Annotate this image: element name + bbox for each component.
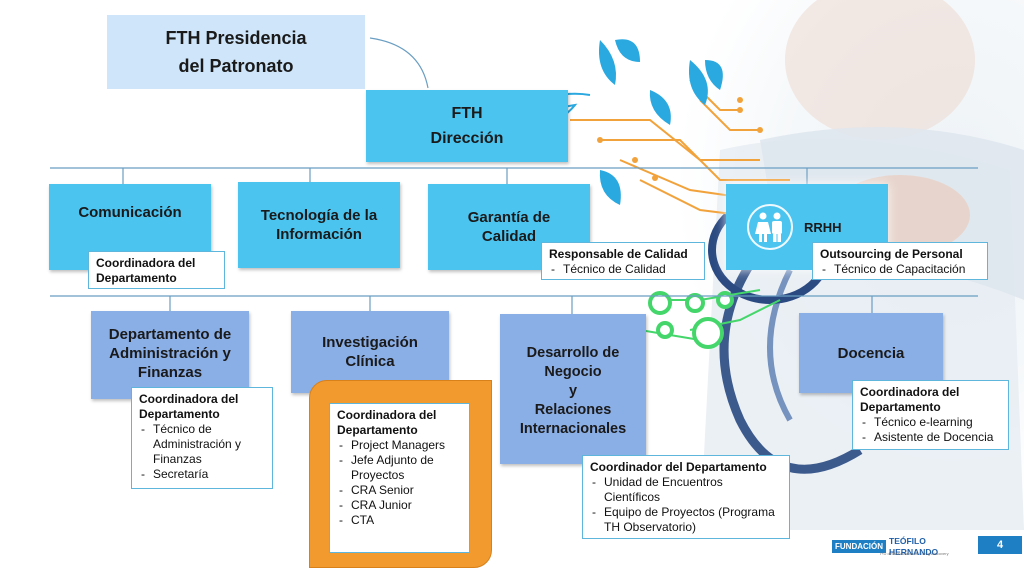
administracion-note-item: Técnico de Administración y Finanzas	[139, 422, 265, 467]
investigacion-line2: Clínica	[345, 353, 395, 370]
desarrollo-box: Desarrollo de Negocio y Relaciones Inter…	[500, 314, 646, 464]
investigacion-note-item: Project Managers	[337, 438, 462, 453]
rrhh-note-heading: Outsourcing de Personal	[820, 247, 963, 261]
comunicacion-title: Comunicación	[78, 204, 182, 221]
administracion-note-heading: Coordinadora del Departamento	[139, 392, 239, 421]
garantia-note: Responsable de Calidad Técnico de Calida…	[541, 242, 705, 280]
investigacion-note-heading: Coordinadora del Departamento	[337, 408, 437, 437]
investigacion-note-item: CRA Junior	[337, 498, 462, 513]
garantia-line1: Garantía de	[467, 209, 551, 226]
garantia-line2: Calidad	[481, 228, 537, 245]
logo-subtitle: I+D del Medicamento / Drug Discovery	[880, 551, 949, 556]
investigacion-line1: Investigación	[322, 334, 418, 351]
investigacion-box: Investigación Clínica	[291, 311, 449, 393]
administracion-box: Departamento de Administración y Finanza…	[91, 311, 249, 399]
tecnologia-box: Tecnología de la Información	[238, 182, 400, 268]
docencia-box: Docencia	[799, 313, 943, 393]
desarrollo-note-item: Unidad de Encuentros Científicos	[590, 475, 782, 505]
administracion-line1: Departamento de	[108, 326, 232, 343]
presidencia-box: FTH Presidencia del Patronato	[107, 15, 365, 89]
docencia-note-heading: Coordinadora del Departamento	[860, 385, 960, 414]
desarrollo-line2: Negocio	[544, 364, 602, 380]
investigacion-note-item: Jefe Adjunto de Proyectos	[337, 453, 462, 483]
direccion-box: FTH Dirección	[366, 90, 568, 162]
logo-block: FUNDACIÓN	[832, 540, 886, 553]
investigacion-note: Coordinadora del Departamento Project Ma…	[329, 403, 470, 553]
desarrollo-line1: Desarrollo de	[526, 345, 620, 361]
desarrollo-note: Coordinador del Departamento Unidad de E…	[582, 455, 790, 539]
desarrollo-line5: Internacionales	[519, 421, 627, 437]
logo-text: TEÓFILO HERNANDO	[889, 535, 939, 557]
page-number: 4	[978, 536, 1022, 554]
direccion-line2: Dirección	[430, 130, 504, 147]
rrhh-title: RRHH	[804, 219, 842, 235]
people-icon	[747, 204, 793, 250]
tecnologia-line1: Tecnología de la	[260, 207, 378, 224]
administracion-note-item: Secretaría	[139, 467, 265, 482]
desarrollo-line4: Relaciones	[534, 402, 612, 418]
garantia-note-heading: Responsable de Calidad	[549, 247, 688, 261]
rrhh-note: Outsourcing de Personal Técnico de Capac…	[812, 242, 988, 280]
presidencia-line1: FTH Presidencia	[165, 28, 307, 48]
desarrollo-line3: y	[568, 383, 578, 399]
tecnologia-line2: Información	[276, 226, 362, 243]
docencia-note: Coordinadora del Departamento Técnico e-…	[852, 380, 1009, 450]
rrhh-note-item: Técnico de Capacitación	[820, 262, 980, 277]
comunicacion-note-heading: Coordinadora del Departamento	[96, 256, 196, 285]
docencia-title: Docencia	[837, 344, 905, 362]
foundation-logo: FUNDACIÓN TEÓFILO HERNANDO I+D del Medic…	[832, 536, 962, 557]
administracion-note: Coordinadora del Departamento Técnico de…	[131, 387, 273, 489]
desarrollo-note-heading: Coordinador del Departamento	[590, 460, 767, 474]
docencia-note-item: Técnico e-learning	[860, 415, 1001, 430]
docencia-note-item: Asistente de Docencia	[860, 430, 1001, 445]
presidencia-line2: del Patronato	[178, 56, 294, 76]
administracion-line2: Administración y	[109, 345, 231, 362]
investigacion-note-item: CRA Senior	[337, 483, 462, 498]
administracion-line3: Finanzas	[137, 364, 203, 381]
comunicacion-note: Coordinadora del Departamento	[88, 251, 225, 289]
garantia-note-item: Técnico de Calidad	[549, 262, 697, 277]
desarrollo-note-item: Equipo de Proyectos (Programa TH Observa…	[590, 505, 782, 535]
investigacion-note-item: CTA	[337, 513, 462, 528]
direccion-line1: FTH	[451, 105, 483, 122]
